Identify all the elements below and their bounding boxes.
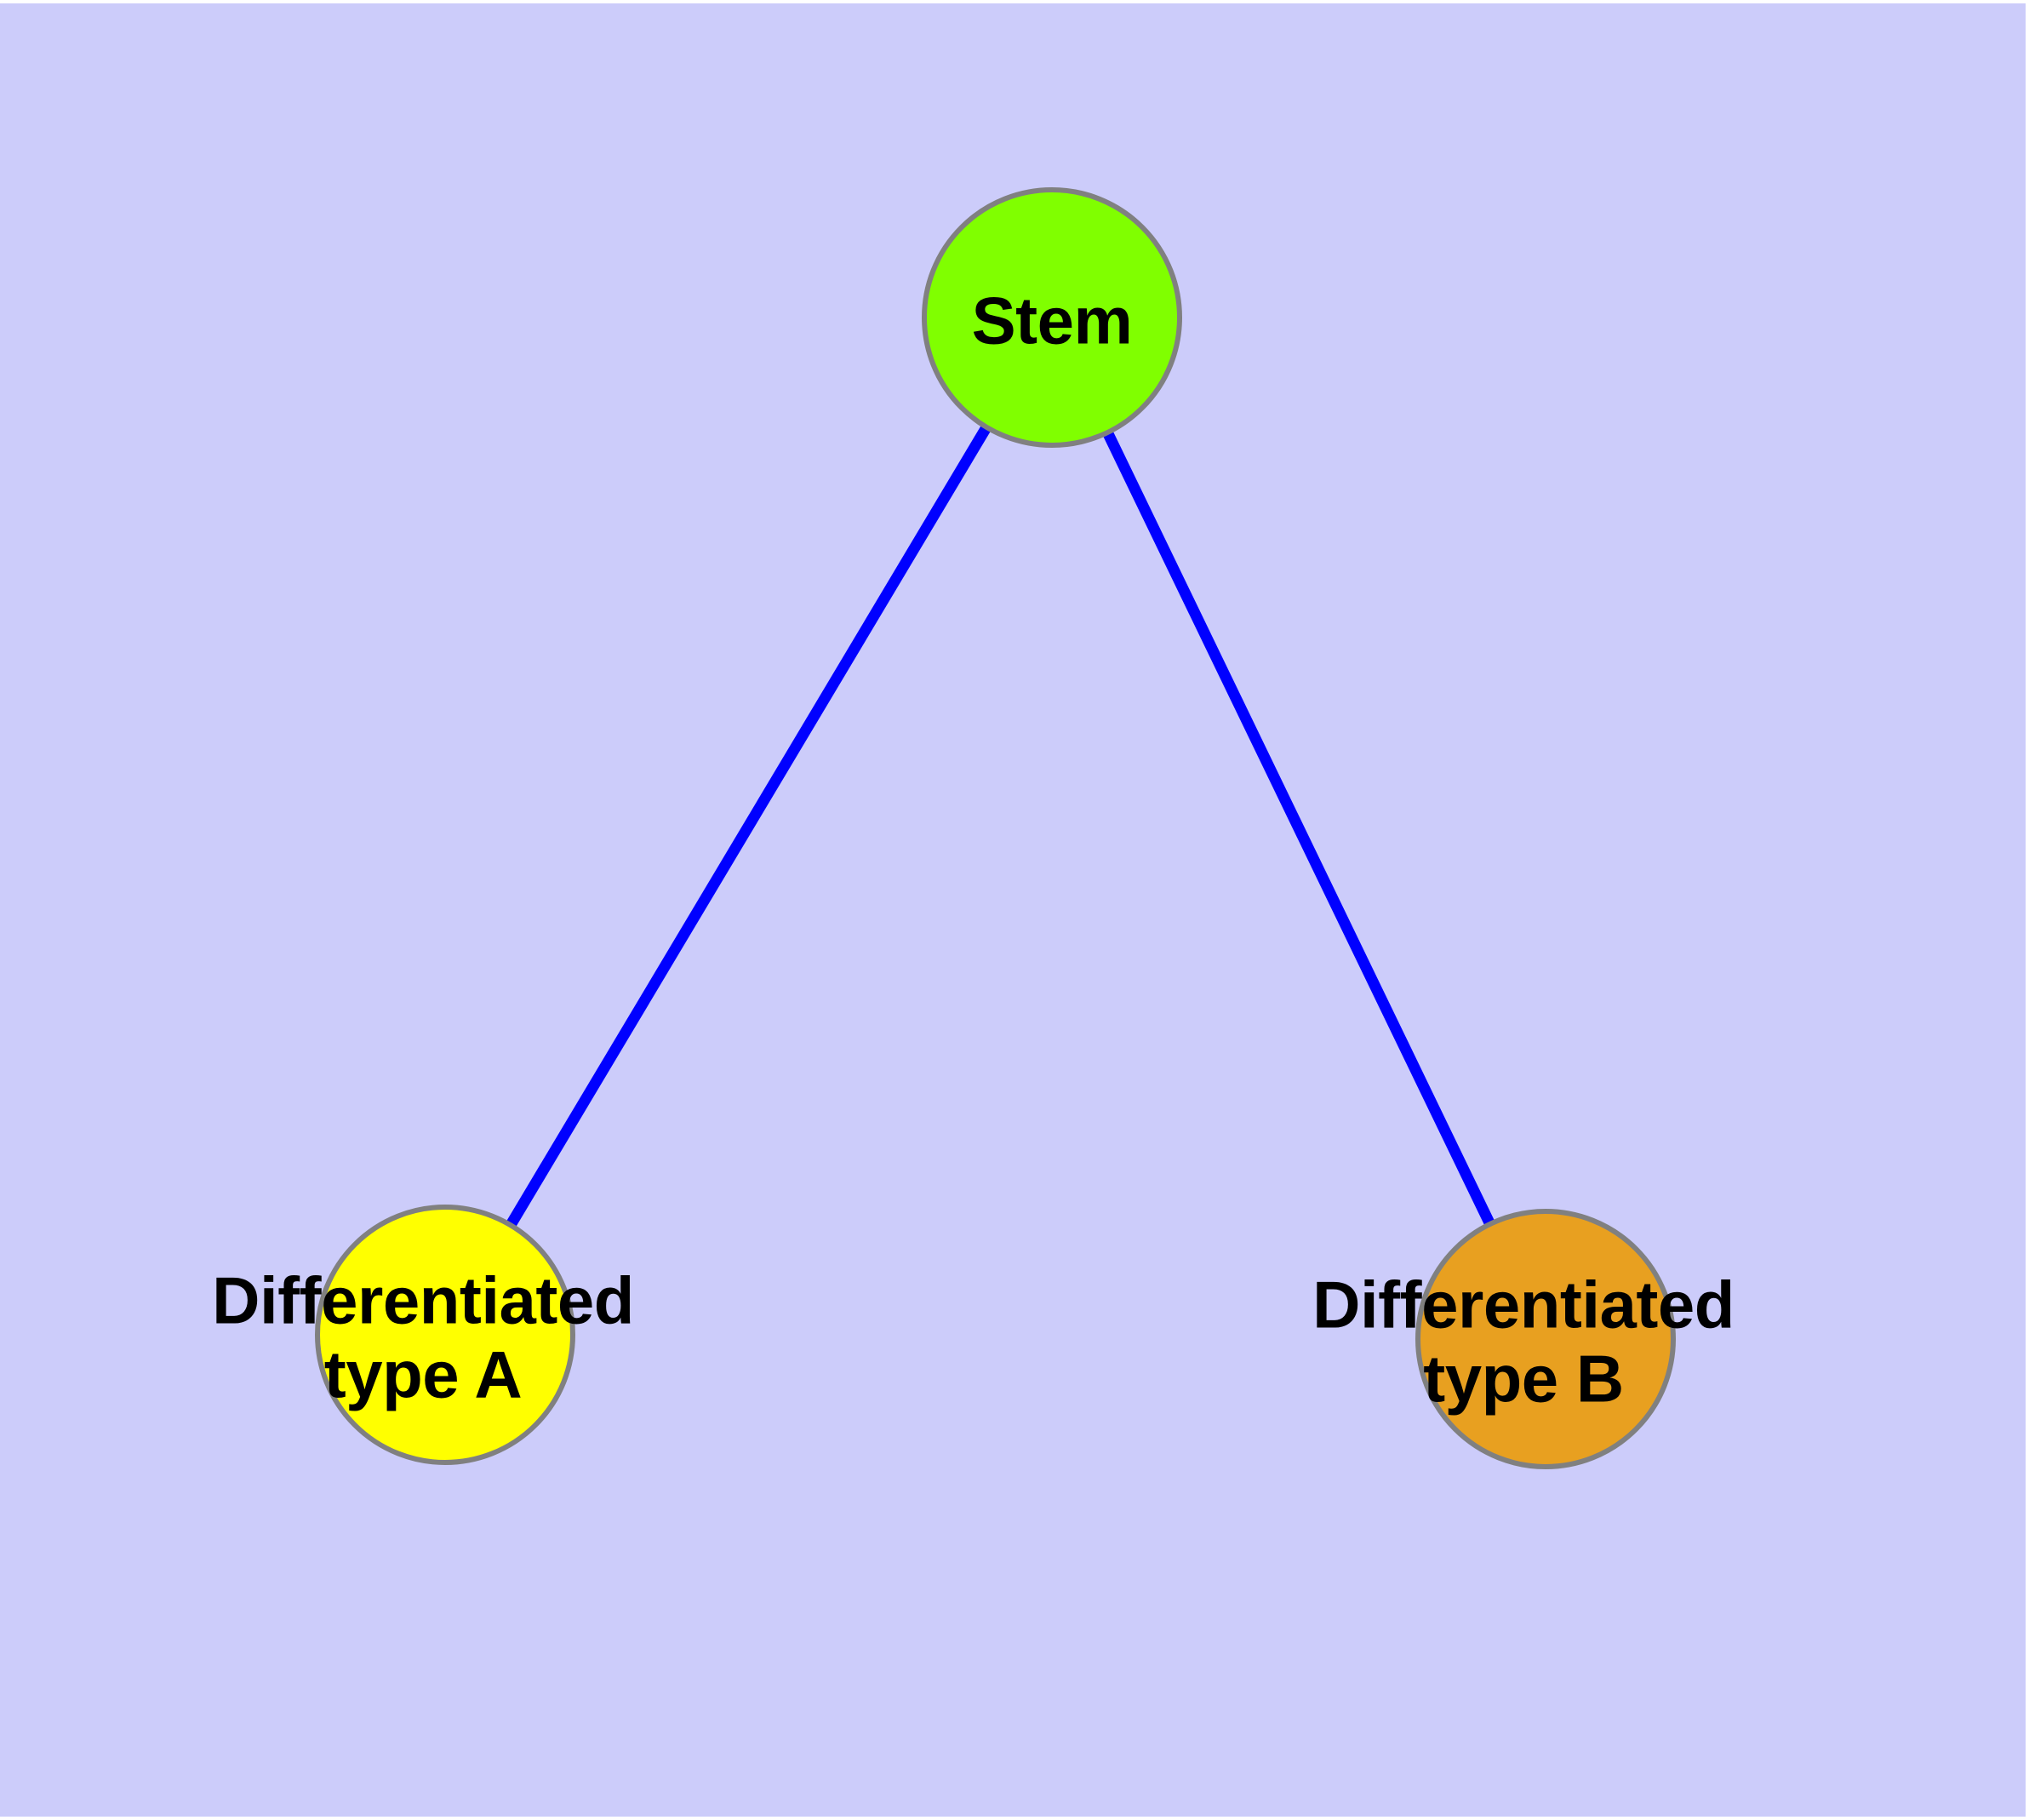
node-group bbox=[315, 187, 1676, 1469]
edge-group bbox=[440, 314, 1551, 1342]
node-differentiated-type-b[interactable] bbox=[1415, 1209, 1676, 1469]
edge-stem-to-differentiated-type-a[interactable] bbox=[440, 314, 1057, 1338]
node-differentiated-type-a[interactable] bbox=[315, 1205, 575, 1465]
edge-stem-to-differentiated-type-b[interactable] bbox=[1047, 315, 1551, 1342]
node-stem[interactable] bbox=[922, 187, 1182, 448]
graph-svg bbox=[315, 187, 1676, 1469]
